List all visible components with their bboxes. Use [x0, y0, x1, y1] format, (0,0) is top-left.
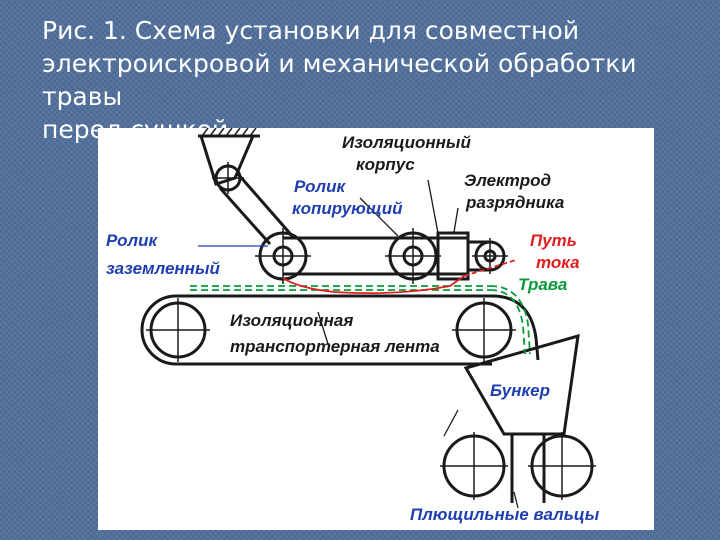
label-current-path-2: тока [536, 253, 580, 272]
label-hopper: Бункер [490, 381, 550, 400]
copying-roller [385, 228, 441, 284]
label-ground-roller-2: заземленный [106, 259, 220, 278]
label-grass: Трава [518, 275, 567, 294]
electrode-roller [468, 238, 508, 274]
label-electrode-2: разрядника [465, 193, 564, 212]
schematic-drawing: Изоляционный корпус Ролик копирующий Эле… [106, 128, 600, 524]
title-line-2: электроискровой и механической обработки… [42, 49, 637, 111]
swing-arm [218, 173, 296, 245]
diagram-panel: Изоляционный корпус Ролик копирующий Эле… [98, 128, 654, 530]
hopper [463, 333, 580, 436]
label-current-path-1: Путь [530, 231, 577, 250]
grass-layer [190, 285, 531, 355]
flattening-roller-left [440, 432, 508, 500]
belt-roller-left [146, 298, 210, 362]
flattening-roller-right [528, 432, 596, 500]
belt-roller-right [452, 298, 516, 362]
label-flattening-rollers: Плющильные вальцы [410, 505, 600, 524]
leader-lines [198, 179, 519, 509]
label-electrode-1: Электрод [464, 171, 551, 190]
label-belt-1: Изоляционная [230, 311, 353, 330]
electrode-block [436, 231, 470, 281]
label-belt-2: транспортерная лента [230, 337, 440, 356]
label-housing-2: корпус [356, 155, 415, 174]
suspension-bracket [198, 134, 256, 186]
hopper-chute [510, 434, 546, 503]
current-path [282, 259, 517, 295]
slide-title: Рис. 1. Схема установки для совместной э… [42, 14, 712, 146]
title-line-1: Рис. 1. Схема установки для совместной [42, 16, 580, 45]
label-ground-roller-1: Ролик [106, 231, 158, 250]
label-copy-roller-1: Ролик [294, 177, 346, 196]
label-copy-roller-2: копирующий [292, 199, 403, 218]
label-housing-1: Изоляционный [342, 133, 471, 152]
